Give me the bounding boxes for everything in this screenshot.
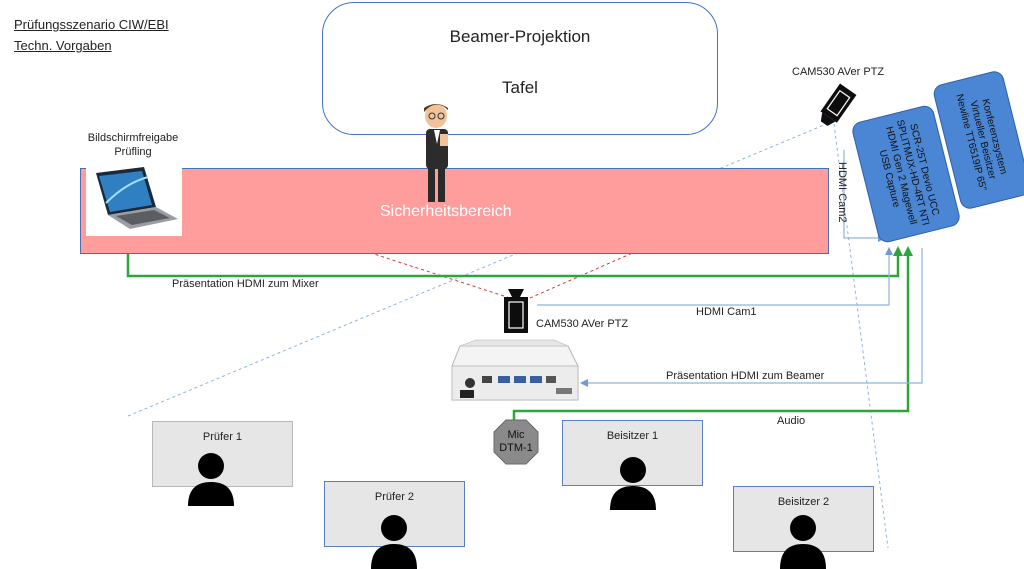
microphone-label-line2: DTM-1: [499, 442, 533, 454]
examinee-person-icon: [424, 104, 448, 202]
label-hdmi-cam2: HDMI Cam2: [836, 162, 848, 223]
label-presentation-beamer: Präsentation HDMI zum Beamer: [666, 370, 825, 382]
blue-cable-beamer: [584, 248, 923, 384]
microphone-label: Mic DTM-1: [492, 429, 540, 455]
security-zone: [80, 168, 829, 254]
person-icon-beisitzer2: [780, 515, 826, 569]
person-icon-beisitzer1: [610, 457, 656, 510]
scenario-title: Prüfungsszenario CIW/EBI: [14, 17, 169, 32]
green-arrowhead-audio: [903, 246, 913, 256]
security-zone-label: Sicherheitsbereich: [380, 203, 512, 220]
laptop-caption-line1: Bildschirmfreigabe: [87, 132, 179, 144]
microphone-label-line1: Mic: [507, 429, 525, 441]
camera-top-label: CAM530 AVer PTZ: [792, 66, 885, 78]
seat-pruefer1: Prüfer 1: [152, 421, 293, 487]
camera-top-icon: [820, 83, 857, 126]
seat-pruefer2-label: Prüfer 2: [374, 491, 415, 503]
projector-icon: [451, 339, 579, 401]
scenario-subtitle: Techn. Vorgaben: [14, 38, 112, 53]
label-hdmi-cam1: HDMI Cam1: [696, 306, 757, 318]
camera-center-label: CAM530 AVer PTZ: [536, 318, 629, 330]
green-arrowhead-presentation: [893, 246, 903, 256]
laptop-image: [86, 163, 182, 236]
blue-arrowhead-cam1: [885, 247, 893, 255]
seat-pruefer1-label: Prüfer 1: [202, 431, 243, 443]
camera-center-icon: [504, 289, 528, 333]
laptop-caption: Bildschirmfreigabe Prüfling: [68, 131, 198, 159]
label-audio: Audio: [777, 415, 806, 427]
projection-subtitle: Tafel: [502, 78, 538, 97]
blue-cable-cam1: [537, 252, 890, 306]
sightline-camera-to-room: [127, 119, 837, 417]
seat-beisitzer1-label: Beisitzer 1: [606, 430, 659, 442]
projection-title: Beamer-Projektion: [449, 27, 591, 46]
person-icon-pruefer1: [188, 453, 234, 506]
label-presentation-mixer: Präsentation HDMI zum Mixer: [172, 278, 319, 290]
laptop-caption-line2: Prüfling: [114, 146, 152, 158]
sightline-camera-down: [833, 123, 889, 549]
microphone-icon: [493, 419, 539, 465]
blue-arrowhead-beamer: [580, 379, 588, 387]
laptop-icon: [96, 167, 178, 229]
projection-area: [322, 2, 718, 135]
seat-beisitzer2: Beisitzer 2: [733, 486, 874, 552]
seat-beisitzer2-label: Beisitzer 2: [777, 496, 830, 508]
person-icon-pruefer2: [371, 515, 417, 569]
blue-cable-cam2: [843, 150, 880, 239]
